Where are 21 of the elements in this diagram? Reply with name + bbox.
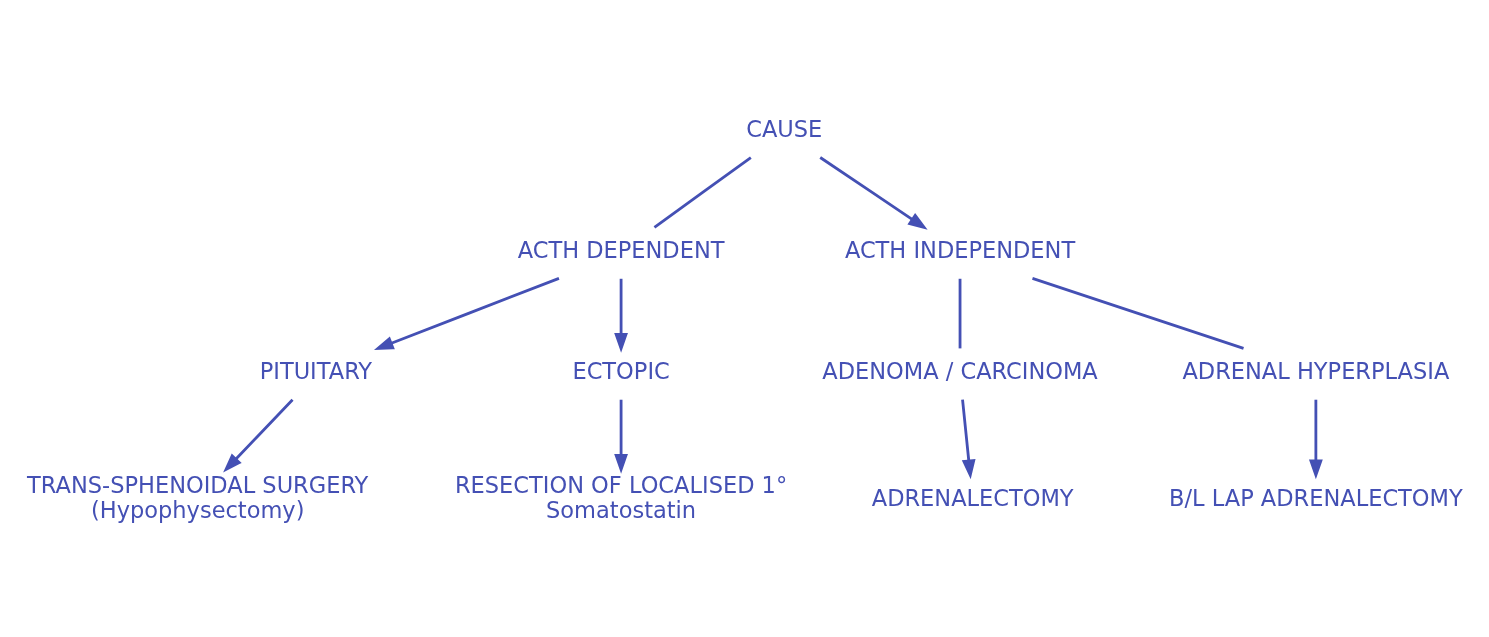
node-text: ACTH DEPENDENT [517,236,725,263]
node-text: ECTOPIC [572,357,670,384]
node-text: ACTH INDEPENDENT [844,236,1076,263]
node-text: TRANS-SPHENOIDAL SURGERY (Hypophysectomy) [27,471,369,523]
node-text: ADRENAL HYPERPLASIA [1182,357,1450,384]
node-text: B/L LAP ADRENALECTOMY [1169,484,1463,511]
connector [1032,276,1244,350]
connector [958,278,962,348]
arrow [961,399,976,479]
connector [653,155,752,228]
arrow [614,399,628,474]
node-text: RESECTION OF LOCALISED 1° Somatostatin [454,471,788,523]
arrow [1308,399,1323,479]
node-text: CAUSE [746,115,823,142]
arrow [373,276,560,350]
node-text: ADRENALECTOMY [871,484,1074,511]
arrow [223,398,294,472]
node-text: ADENOMA / CARCINOMA [822,357,1098,384]
arrow [819,155,928,230]
node-text: PITUITARY [259,357,373,384]
arrow [614,278,628,353]
